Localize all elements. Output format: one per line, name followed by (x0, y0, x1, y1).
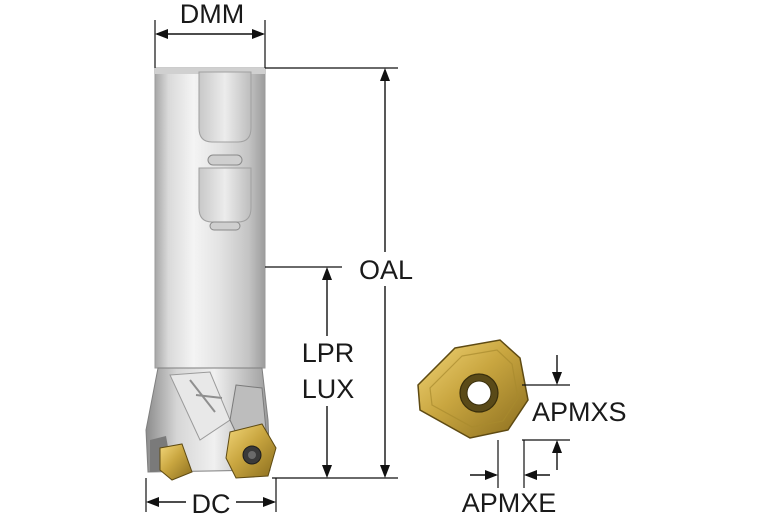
apmxe-dimension (470, 440, 550, 488)
lux-label: LUX (302, 374, 355, 404)
dmm-dimension (154, 20, 266, 68)
oal-label-bg (360, 252, 412, 286)
dc-label: DC (192, 489, 231, 519)
apmxe-label: APMXE (462, 488, 557, 518)
tool-shank (154, 67, 266, 369)
insert-detail (417, 339, 529, 439)
oal-label: OAL (359, 255, 413, 285)
apmxs-label: APMXS (532, 397, 627, 427)
dmm-label: DMM (180, 0, 244, 29)
lpr-label: LPR (302, 338, 355, 368)
lpr-lux-label-bg (300, 336, 356, 406)
tool-inserts (159, 423, 277, 481)
apmxs-dimension (522, 355, 570, 470)
dc-label-bg (186, 488, 236, 518)
